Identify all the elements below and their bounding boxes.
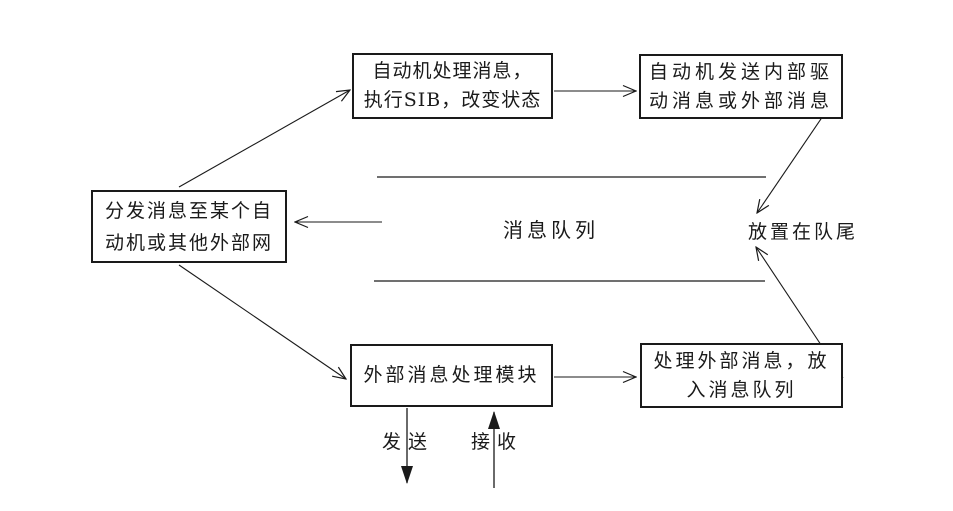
node-text-line: 分发消息至某个自 <box>104 199 273 222</box>
receive-label: 接收 <box>471 431 524 453</box>
message-queue-label: 消息队列 <box>503 218 599 242</box>
node-automaton-send-message: 自动机发送内部驱 动消息或外部消息 <box>639 54 843 119</box>
node-handle-external-message: 处理外部消息，放 入消息队列 <box>640 343 843 408</box>
node-text-line: 执行SIB，改变状态 <box>363 89 542 111</box>
node-text-line: 自动机发送内部驱 <box>648 60 833 83</box>
node-text-line: 自动机处理消息， <box>372 60 533 82</box>
node-external-message-module: 外部消息处理模块 <box>350 344 553 407</box>
node-automaton-process-message: 自动机处理消息， 执行SIB，改变状态 <box>352 53 553 119</box>
send-label: 发送 <box>382 431 435 453</box>
node-text-line: 外部消息处理模块 <box>363 364 540 386</box>
node-text-line: 处理外部消息，放 <box>653 349 830 372</box>
node-dispatch-message: 分发消息至某个自 动机或其他外部网 <box>91 190 287 263</box>
edge-left-to-top-middle <box>178 90 350 188</box>
edge-left-to-bottom-middle <box>178 264 346 379</box>
node-text-line: 入消息队列 <box>686 378 797 401</box>
node-text-line: 动机或其他外部网 <box>104 231 273 254</box>
node-text-line: 动消息或外部消息 <box>648 89 833 112</box>
place-at-tail-label: 放置在队尾 <box>748 221 859 243</box>
